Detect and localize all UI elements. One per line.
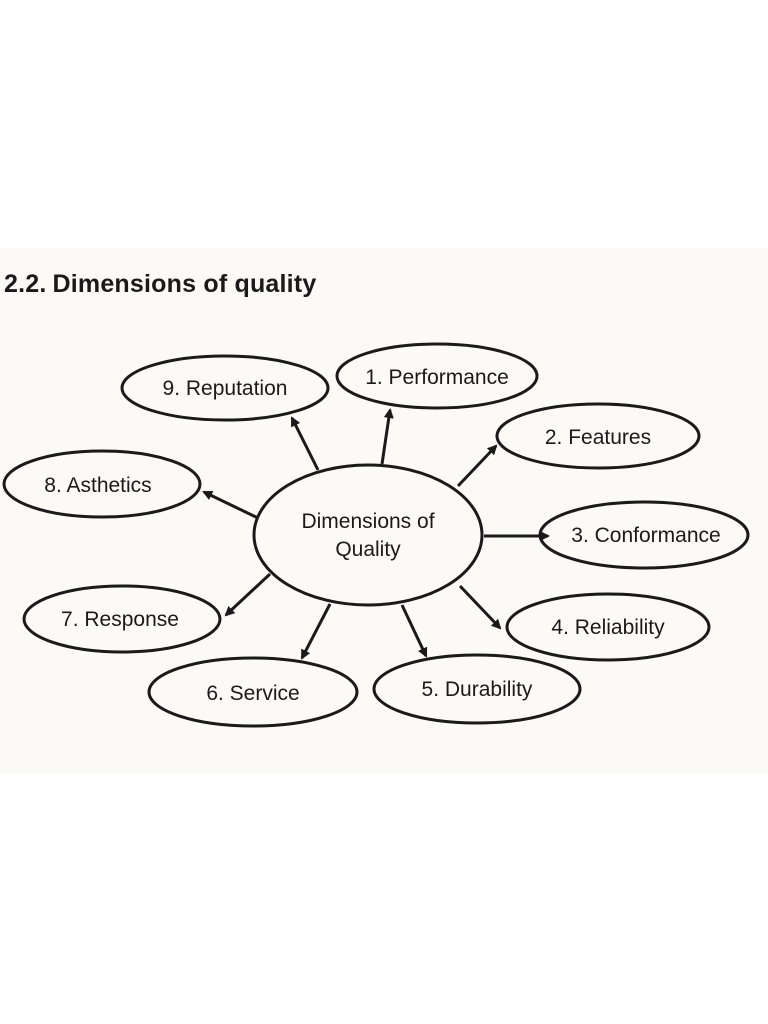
node-response: 7. Response: [22, 584, 222, 654]
node-label: 2. Features: [545, 426, 651, 449]
node-label: 9. Reputation: [163, 377, 288, 400]
arrow-to-service: [300, 603, 332, 660]
node-label: 1. Performance: [365, 366, 509, 389]
arrow-to-durability: [400, 604, 428, 658]
node-label: 4. Reliability: [551, 616, 665, 639]
node-asthetics: 8. Asthetics: [2, 449, 202, 519]
arrow-to-performance: [380, 408, 394, 465]
arrow-to-reliability: [458, 584, 502, 630]
node-service: 6. Service: [147, 656, 359, 728]
node-label: 6. Service: [206, 682, 299, 705]
center-label-line2: Quality: [335, 538, 401, 561]
node-features: 2. Features: [495, 402, 701, 470]
node-reliability: 4. Reliability: [505, 592, 711, 662]
section-title: Dimensions of quality: [52, 270, 317, 298]
arrow-to-features: [456, 444, 498, 488]
arrows: [202, 408, 550, 660]
section-number: 2.2.: [4, 270, 47, 298]
arrow-to-response: [224, 572, 272, 617]
arrow-to-reputation: [290, 416, 320, 471]
node-label: 7. Response: [61, 608, 179, 631]
node-label: 5. Durability: [422, 678, 533, 701]
center-node: Dimensions of Quality: [252, 463, 484, 607]
node-performance: 1. Performance: [335, 342, 539, 410]
scanned-page-area: [0, 248, 768, 773]
node-durability: 5. Durability: [372, 653, 582, 725]
node-conformance: 3. Conformance: [538, 500, 750, 570]
node-label: 8. Asthetics: [44, 474, 151, 497]
center-label-line1: Dimensions of: [301, 510, 434, 533]
node-label: 3. Conformance: [571, 524, 720, 547]
node-reputation: 9. Reputation: [120, 354, 330, 422]
section-heading: 2.2.Dimensions of quality: [4, 270, 316, 299]
arrow-to-asthetics: [202, 490, 259, 520]
